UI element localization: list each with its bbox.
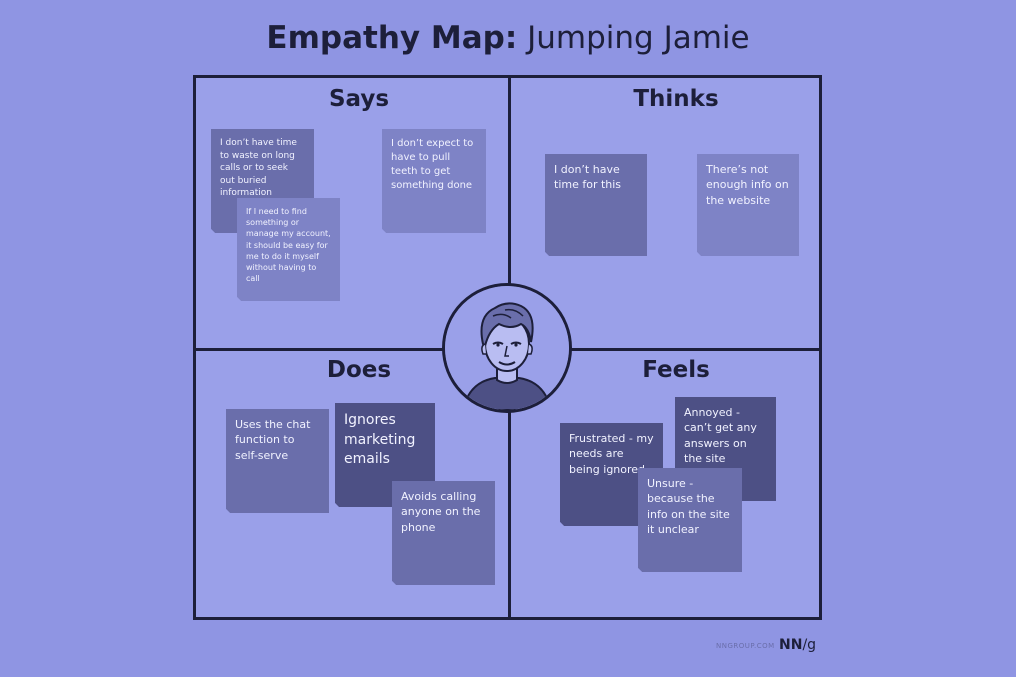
sticky-note: Unsure - because the info on the site it… <box>638 468 742 572</box>
empathy-map-grid: Says I don’t have time to waste on long … <box>193 75 822 620</box>
sticky-note: There’s not enough info on the website <box>697 154 799 256</box>
persona-illustration <box>445 286 569 410</box>
sticky-note: Uses the chat function to self-serve <box>226 409 329 513</box>
sticky-note: If I need to find something or manage my… <box>237 198 340 301</box>
does-title: Does <box>326 357 392 383</box>
logo-suffix: /g <box>802 637 817 653</box>
page-title: Empathy Map: Jumping Jamie <box>0 20 1016 56</box>
says-title: Says <box>328 86 390 112</box>
thinks-title: Thinks <box>633 86 719 112</box>
sticky-note: Avoids calling anyone on the phone <box>392 481 495 585</box>
nng-logo: NN/g <box>779 637 816 653</box>
sticky-note: I don’t have time for this <box>545 154 647 256</box>
sticky-note: I don’t expect to have to pull teeth to … <box>382 129 486 233</box>
feels-title: Feels <box>642 357 710 383</box>
title-persona-name: Jumping Jamie <box>527 20 750 56</box>
footer-site-text: NNGROUP.COM <box>716 642 775 650</box>
logo-main: NN <box>779 637 803 653</box>
person-portrait-icon <box>442 283 572 413</box>
title-label: Empathy Map: <box>266 20 518 56</box>
